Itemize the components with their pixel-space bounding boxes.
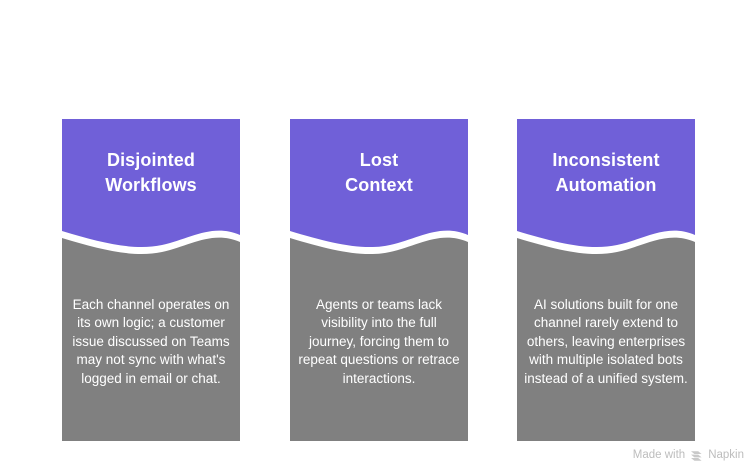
card-body-text: Each channel operates on its own logic; … bbox=[72, 296, 230, 386]
watermark-brand: Napkin bbox=[708, 449, 744, 461]
card-background-shape bbox=[517, 119, 695, 441]
card-body: Each channel operates on its own logic; … bbox=[62, 243, 240, 441]
watermark-prefix: Made with bbox=[632, 449, 686, 461]
napkin-chevrons-icon bbox=[690, 449, 703, 462]
watermark[interactable]: Made with Napkin bbox=[633, 448, 744, 462]
concept-card-inconsistent-automation[interactable]: Inconsistent Automation AI solutions bui… bbox=[517, 119, 695, 441]
card-body: Agents or teams lack visibility into the… bbox=[290, 243, 468, 441]
card-body: AI solutions built for one channel rarel… bbox=[517, 243, 695, 441]
card-title: Lost Context bbox=[345, 150, 413, 195]
concept-card-lost-context[interactable]: Lost Context Agents or teams lack visibi… bbox=[290, 119, 468, 441]
card-background-shape bbox=[62, 119, 240, 441]
card-title: Disjointed Workflows bbox=[105, 150, 197, 195]
card-background-shape bbox=[290, 119, 468, 441]
card-title: Inconsistent Automation bbox=[552, 150, 660, 195]
card-body-text: Agents or teams lack visibility into the… bbox=[298, 296, 460, 386]
card-body-text: AI solutions built for one channel rarel… bbox=[524, 296, 688, 386]
concept-card-disjointed-workflows[interactable]: Disjointed Workflows Each channel operat… bbox=[62, 119, 240, 441]
